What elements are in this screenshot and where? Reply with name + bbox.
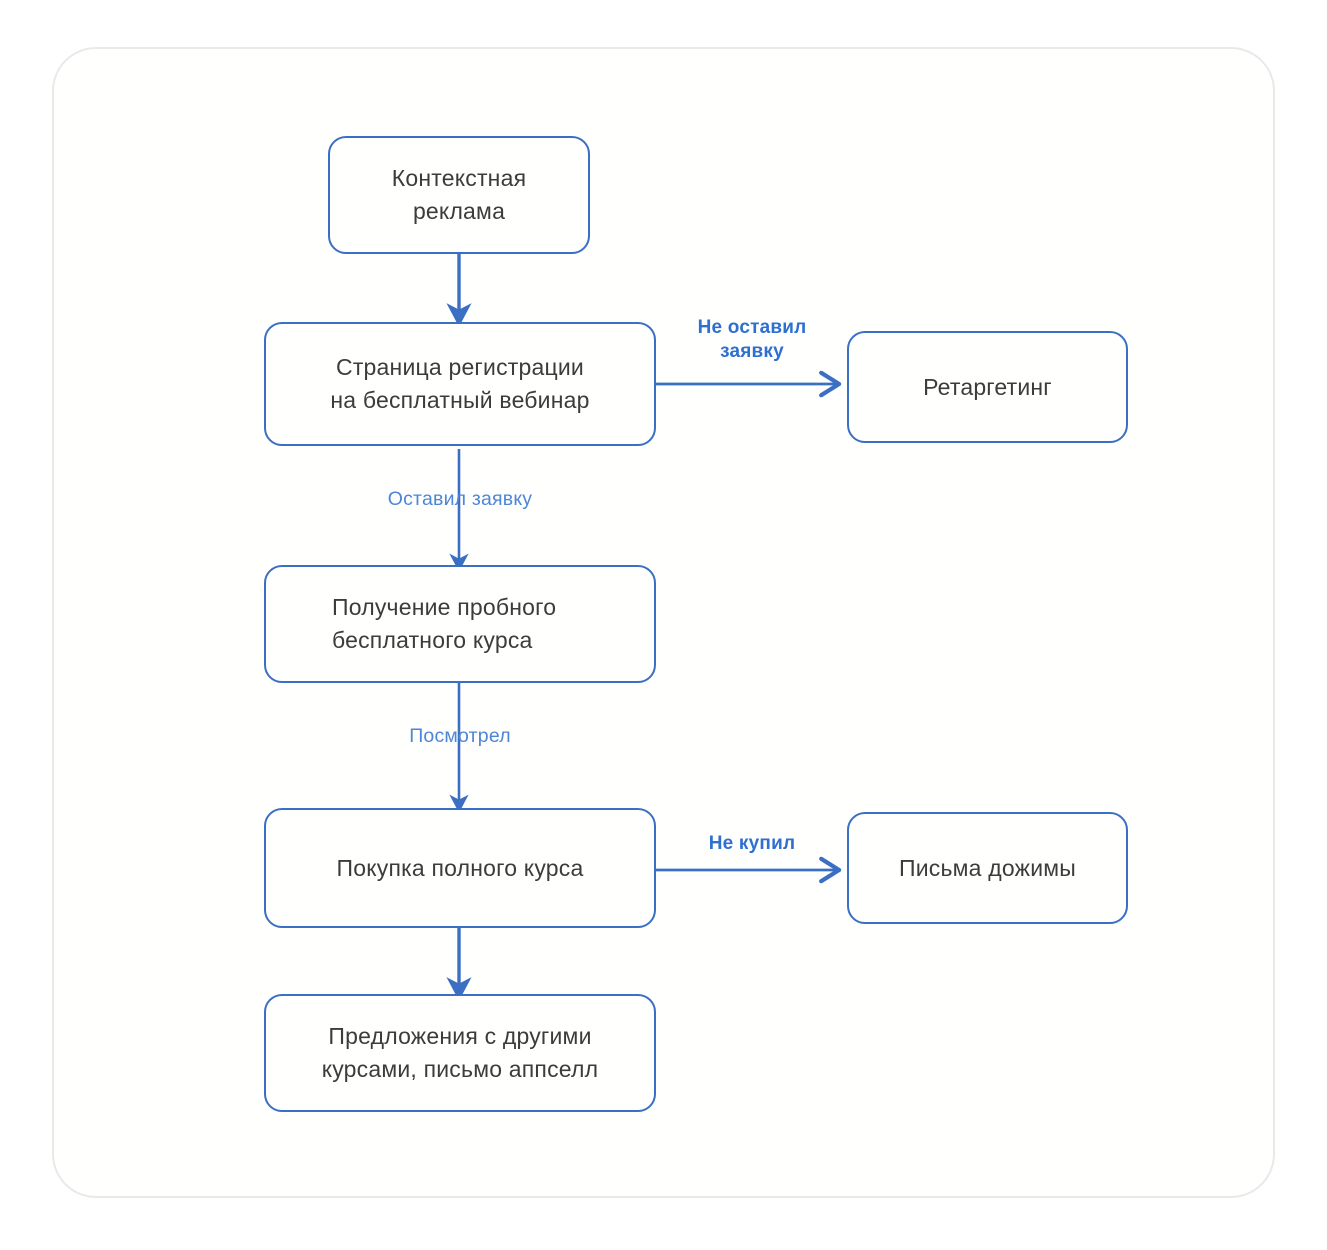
node-full-purchase-line1: Покупка полного курса <box>336 854 584 881</box>
node-context-ad[interactable]: Контекстная реклама <box>328 136 590 254</box>
edge-label-not-bought: Не купил <box>708 833 796 854</box>
node-trial-course-line2: бесплатного курса <box>332 627 533 653</box>
node-context-ad-line2: реклама <box>412 198 506 224</box>
edge-label-not-left-request: Не оставил заявку <box>697 317 807 363</box>
node-registration[interactable]: Страница регистрации на бесплатный вебин… <box>264 322 656 446</box>
node-retargeting[interactable]: Ретаргетинг <box>847 331 1128 443</box>
node-registration-line2: на бесплатный вебинар <box>330 387 590 413</box>
edge-label-left-request: Оставил заявку <box>387 488 533 510</box>
diagram-card <box>52 47 1275 1198</box>
node-upsell-offers-line2: курсами, письмо аппселл <box>321 1056 599 1082</box>
node-registration-line1: Страница регистрации <box>336 354 584 381</box>
node-upsell-offers[interactable]: Предложения с другими курсами, письмо ап… <box>264 994 656 1112</box>
node-retargeting-line1: Ретаргетинг <box>923 373 1052 400</box>
node-context-ad-line1: Контекстная <box>391 165 527 192</box>
node-trial-course[interactable]: Получение пробного бесплатного курса <box>264 565 656 683</box>
edge-label-watched: Посмотрел <box>409 725 511 747</box>
node-upsell-offers-line1: Предложения с другими <box>328 1023 592 1050</box>
node-followup-emails-line1: Письма дожимы <box>899 854 1076 881</box>
node-full-purchase[interactable]: Покупка полного курса <box>264 808 656 928</box>
node-trial-course-line1: Получение пробного <box>332 594 557 621</box>
node-followup-emails[interactable]: Письма дожимы <box>847 812 1128 924</box>
